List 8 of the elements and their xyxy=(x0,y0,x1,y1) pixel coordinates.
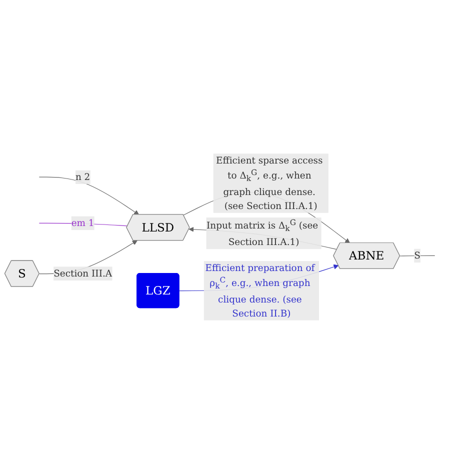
edge-label: Input matrix is Δ$_{k}$$^{G}$ (see Section III.A.1) xyxy=(206,218,318,248)
edge-label: Efficient preparation of ρ$_{k}$$^{C}$, e.g., when graph clique dense. (see Section II.B) xyxy=(205,262,315,318)
edge-label: S xyxy=(414,250,420,262)
edge-label: Section III.A xyxy=(54,268,112,279)
edge-label: Efficient sparse access to Δ$_{k}$$^{G}$, e.g., when graph clique dense. (see Section III.A.1) xyxy=(216,154,323,212)
arrow xyxy=(38,176,140,216)
edge-label: em 1 xyxy=(71,218,94,229)
edge-label: n 2 xyxy=(75,172,90,182)
